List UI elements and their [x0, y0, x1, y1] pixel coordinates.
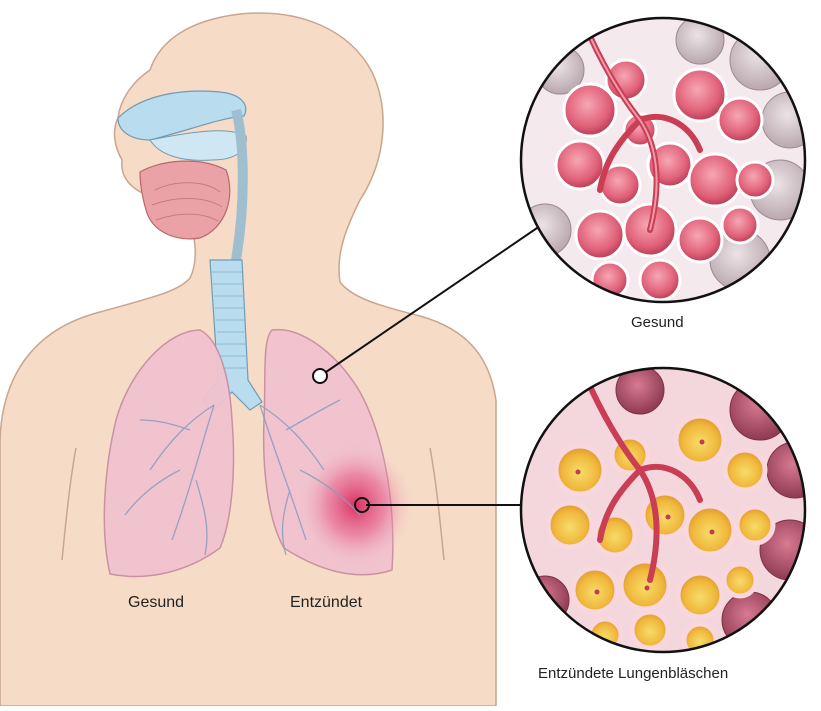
- right-lung-label: Entzündet: [290, 594, 363, 611]
- healthy-alveoli-magnified: [519, 16, 807, 304]
- body-silhouette: [0, 12, 497, 707]
- healthy-alveoli-label: Gesund: [631, 314, 684, 331]
- inflamed-alveoli-label: Entzündete Lungenbläschen: [538, 665, 729, 682]
- nasal-and-oral-cavity: [117, 90, 248, 261]
- left-lung-healthy: [103, 329, 235, 578]
- callout-lines: [312, 225, 541, 513]
- left-lung-label: Gesund: [128, 594, 185, 611]
- inflamed-alveoli-magnified: [519, 366, 807, 654]
